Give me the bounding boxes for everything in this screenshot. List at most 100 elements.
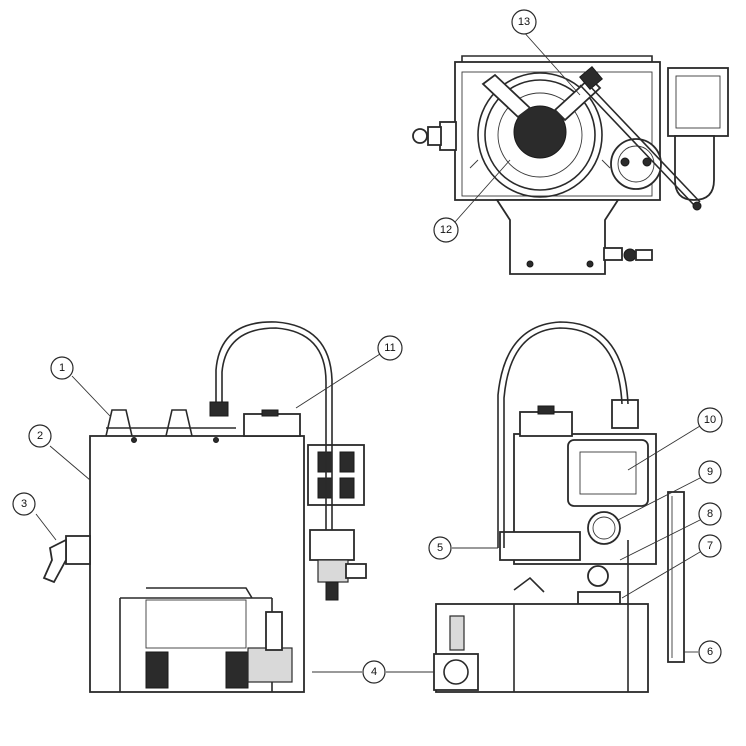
drawer-foot-right bbox=[225, 651, 249, 689]
manifold bbox=[307, 444, 365, 506]
callout-5: 5 bbox=[428, 536, 452, 560]
callout-2: 2 bbox=[28, 424, 52, 448]
diagonal-rod bbox=[579, 84, 695, 206]
side-port bbox=[65, 535, 91, 565]
side-lid bbox=[519, 411, 573, 437]
valve-drain bbox=[325, 581, 339, 601]
left-fitting-nut bbox=[427, 126, 442, 146]
left-fitting bbox=[439, 121, 457, 151]
leader-8 bbox=[619, 519, 701, 561]
leader-10 bbox=[627, 425, 701, 471]
leader-1 bbox=[71, 375, 111, 417]
manifold-port-4 bbox=[339, 477, 355, 499]
drawer-body bbox=[145, 599, 247, 649]
arm-left bbox=[481, 73, 532, 119]
side-drain-ring bbox=[443, 659, 469, 685]
callout-7: 7 bbox=[698, 534, 722, 558]
level-tube bbox=[667, 491, 685, 663]
svg-text:11: 11 bbox=[384, 342, 395, 354]
side-drain-riser bbox=[449, 615, 465, 651]
drain-riser bbox=[265, 611, 283, 651]
top-brackets bbox=[105, 409, 193, 437]
svg-text:8: 8 bbox=[707, 508, 713, 520]
lid-knob bbox=[261, 409, 279, 417]
side-valve bbox=[587, 565, 609, 587]
callout-3: 3 bbox=[12, 492, 36, 516]
side-hose-outer bbox=[497, 321, 629, 548]
solenoid-valve bbox=[309, 529, 355, 561]
side-lid-knob bbox=[537, 405, 555, 415]
leader-12 bbox=[454, 159, 511, 223]
svg-text:13: 13 bbox=[518, 16, 530, 28]
svg-text:4: 4 bbox=[371, 666, 377, 678]
leader-3 bbox=[35, 513, 57, 541]
svg-text:5: 5 bbox=[437, 542, 443, 554]
side-valve-end bbox=[635, 249, 653, 261]
round-cap-bolt-left bbox=[620, 157, 630, 167]
callout-13: 13 bbox=[511, 9, 537, 35]
filter-bowl bbox=[674, 135, 715, 201]
valve-outlet bbox=[345, 563, 367, 579]
callout-9: 9 bbox=[698, 460, 722, 484]
top-view-rim bbox=[461, 55, 653, 62]
drain-block bbox=[247, 647, 293, 683]
leader-lines bbox=[35, 29, 701, 673]
strainer-inner-ring bbox=[497, 92, 583, 178]
callout-6: 6 bbox=[698, 640, 722, 664]
callout-8: 8 bbox=[698, 502, 722, 526]
filter-unit-box bbox=[667, 67, 729, 137]
round-cap-bolt-right bbox=[642, 157, 652, 167]
rod-end bbox=[692, 201, 702, 211]
diagonal-rod-edge bbox=[585, 81, 701, 203]
hose-barb bbox=[42, 538, 67, 584]
callout-10: 10 bbox=[697, 407, 723, 433]
tank-screw-1 bbox=[131, 437, 137, 443]
side-hose-fitting bbox=[611, 399, 639, 429]
drawer-foot-left bbox=[145, 651, 169, 689]
round-cap bbox=[610, 138, 662, 190]
svg-text:6: 6 bbox=[707, 646, 713, 658]
ring-tabs bbox=[469, 159, 611, 169]
svg-text:9: 9 bbox=[707, 466, 713, 478]
bottom-outlet bbox=[495, 199, 620, 275]
arm-right-head bbox=[579, 66, 603, 90]
pressure-gauge-dial bbox=[592, 516, 616, 540]
front-view bbox=[42, 321, 367, 693]
side-valve-handle bbox=[577, 591, 621, 605]
strainer-ring bbox=[484, 79, 596, 191]
hose-fitting bbox=[209, 401, 229, 417]
leader-2 bbox=[49, 445, 91, 481]
filter-unit-inner bbox=[675, 75, 721, 129]
control-box bbox=[567, 439, 649, 507]
side-solenoid bbox=[499, 531, 581, 561]
callout-11: 11 bbox=[377, 335, 403, 361]
hose-outer bbox=[215, 321, 333, 530]
valve-body bbox=[317, 559, 349, 583]
outlet-bolt-left bbox=[526, 260, 534, 268]
svg-text:7: 7 bbox=[707, 540, 713, 552]
strainer-mesh bbox=[513, 105, 567, 159]
side-valve-body bbox=[603, 247, 623, 261]
side-valve-knob bbox=[623, 248, 637, 262]
top-view-inner-frame bbox=[461, 71, 653, 197]
leader-7 bbox=[621, 551, 701, 599]
side-view bbox=[433, 321, 685, 693]
callouts: 1 2 3 4 5 6 7 8 9 10 11 12 13 bbox=[12, 9, 723, 684]
side-hose-inner bbox=[503, 327, 623, 548]
leader-9 bbox=[617, 477, 701, 521]
leader-11 bbox=[295, 353, 381, 409]
leader-13 bbox=[521, 29, 581, 96]
svg-text:3: 3 bbox=[21, 498, 27, 510]
callout-4: 4 bbox=[362, 660, 386, 684]
manifold-port-3 bbox=[317, 477, 333, 499]
left-fitting-cap bbox=[412, 128, 428, 144]
callout-12: 12 bbox=[433, 217, 459, 243]
side-lower-dividers bbox=[513, 540, 629, 692]
callout-1: 1 bbox=[50, 356, 74, 380]
svg-text:1: 1 bbox=[59, 362, 65, 374]
svg-text:10: 10 bbox=[704, 414, 716, 426]
side-elbow bbox=[513, 576, 545, 593]
manifold-port-1 bbox=[317, 451, 333, 473]
outlet-bolt-right bbox=[586, 260, 594, 268]
